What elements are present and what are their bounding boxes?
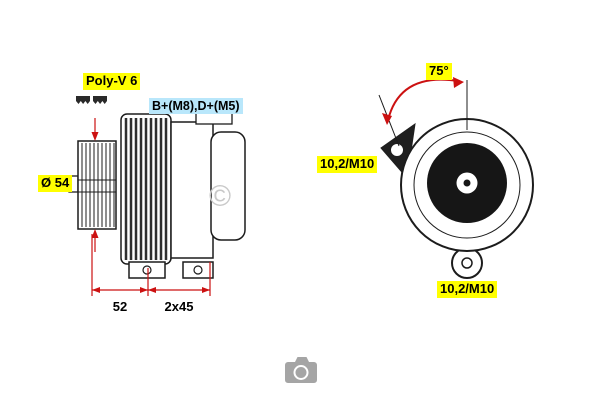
pulley xyxy=(68,140,117,230)
pulley-diameter-label: Ø 54 xyxy=(38,175,73,192)
rear-view-drawing xyxy=(378,77,534,279)
angle-75-label: 75° xyxy=(426,63,452,80)
belt-type-label: Poly-V 6 xyxy=(83,73,141,90)
dimension-2x45-label: 2x45 xyxy=(164,299,194,314)
mount-hole-top-label: 10,2/M10 xyxy=(317,156,378,173)
angle-arc xyxy=(382,77,464,125)
mounting-feet xyxy=(128,261,214,279)
side-view-drawing xyxy=(68,96,246,296)
pulley-diameter-arrows xyxy=(91,118,99,252)
camera-placeholder-icon xyxy=(285,357,317,383)
dimension-lines xyxy=(91,118,211,296)
mount-hole-top xyxy=(390,143,404,157)
mount-hole-bottom-label: 10,2/M10 xyxy=(437,281,498,298)
mount-hole-bottom xyxy=(461,257,473,269)
rotor-disc xyxy=(427,143,507,223)
terminal-label: B+(M8),D+(M5) xyxy=(149,98,243,115)
copyright-watermark: © xyxy=(209,180,232,213)
dimension-52-label: 52 xyxy=(112,299,128,314)
cooling-fins xyxy=(124,118,168,260)
belt-profile-icon xyxy=(75,96,107,104)
alternator-body xyxy=(120,102,246,279)
